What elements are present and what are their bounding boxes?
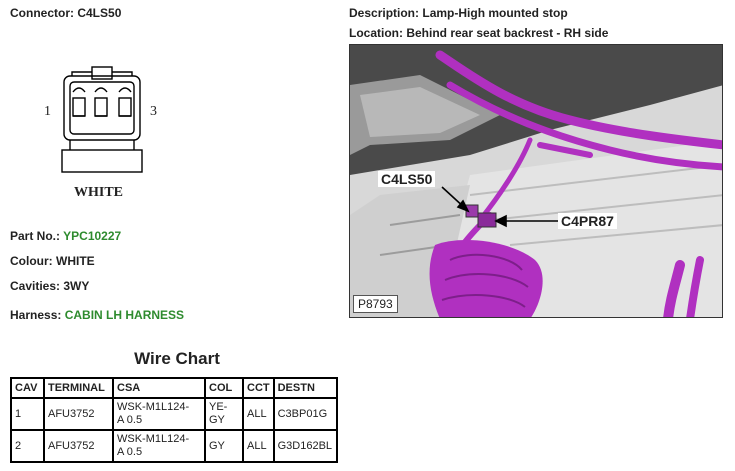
part-number-value: YPC10227 (63, 229, 122, 243)
colour-label: Colour: (10, 254, 53, 268)
cell-csa-line2: A 0.5 (117, 414, 143, 426)
header-cav: CAV (10, 377, 45, 399)
cell-cct: ALL (242, 429, 275, 463)
cavities-row: Cavities: 3WY (10, 279, 89, 293)
header-cct: CCT (242, 377, 275, 399)
location-photo: C4LS50 C4PR87 P8793 (349, 44, 723, 318)
cell-cav: 2 (10, 429, 45, 463)
cell-col-line2: GY (209, 414, 225, 426)
connector-value: C4LS50 (77, 6, 122, 20)
location-value: Behind rear seat backrest - RH side (406, 26, 609, 40)
colour-row: Colour: WHITE (10, 254, 95, 268)
connector-face-diagram (40, 62, 170, 180)
cell-col-line1: YE- (209, 401, 228, 413)
harness-label: Harness: (10, 308, 62, 322)
callout-c4ls50: C4LS50 (378, 171, 436, 187)
cell-csa-line1: WSK-M1L124- (117, 401, 190, 413)
cavities-label: Cavities: (10, 279, 61, 293)
cell-terminal: AFU3752 (43, 397, 114, 431)
cell-csa: WSK-M1L124-A 0.5 (112, 429, 206, 463)
connector-colour-caption: WHITE (74, 185, 124, 200)
part-number-label: Part No.: (10, 229, 61, 243)
location-label: Location: (349, 26, 403, 40)
pin-label-3: 3 (150, 104, 157, 119)
connector-face-svg (61, 66, 143, 173)
location-row: Location: Behind rear seat backrest - RH… (349, 26, 608, 40)
photo-id: P8793 (353, 295, 398, 313)
pin-label-1: 1 (44, 104, 51, 119)
wire-chart-header-row: CAV TERMINAL CSA COL CCT DESTN (10, 377, 338, 399)
part-number-row: Part No.: YPC10227 (10, 229, 121, 243)
cell-col: YE-GY (204, 397, 244, 431)
cell-terminal: AFU3752 (43, 429, 114, 463)
cell-csa: WSK-M1L124-A 0.5 (112, 397, 206, 431)
description-value: Lamp-High mounted stop (422, 6, 568, 20)
cell-destn: G3D162BL (272, 429, 338, 463)
cell-cav: 1 (10, 397, 45, 431)
cell-csa-line2: A 0.5 (117, 446, 143, 458)
cell-cct: ALL (242, 397, 275, 431)
header-csa: CSA (112, 377, 206, 399)
header-col: COL (204, 377, 244, 399)
location-photo-illustration (350, 45, 722, 317)
colour-value: WHITE (56, 254, 95, 268)
cell-col-line1: GY (209, 439, 225, 452)
wire-chart-title: Wire Chart (134, 349, 220, 368)
description-label: Description: (349, 6, 420, 20)
cell-csa-line1: WSK-M1L124- (117, 433, 190, 445)
harness-value: CABIN LH HARNESS (64, 308, 185, 322)
table-row: 2 AFU3752 WSK-M1L124-A 0.5 GY ALL G3D162… (10, 429, 338, 463)
header-destn: DESTN (272, 377, 338, 399)
cell-col: GY (204, 429, 244, 463)
callout-c4pr87: C4PR87 (558, 213, 617, 229)
header-terminal: TERMINAL (43, 377, 114, 399)
connector-label: Connector: (10, 6, 74, 20)
harness-row: Harness: CABIN LH HARNESS (10, 308, 184, 322)
wire-chart-table: CAV TERMINAL CSA COL CCT DESTN 1 AFU3752… (10, 377, 338, 463)
table-row: 1 AFU3752 WSK-M1L124-A 0.5 YE-GY ALL C3B… (10, 397, 338, 431)
description-row: Description: Lamp-High mounted stop (349, 6, 568, 20)
cell-destn: C3BP01G (272, 397, 338, 431)
cavities-value: 3WY (63, 279, 90, 293)
connector-heading: Connector: C4LS50 (10, 6, 121, 20)
